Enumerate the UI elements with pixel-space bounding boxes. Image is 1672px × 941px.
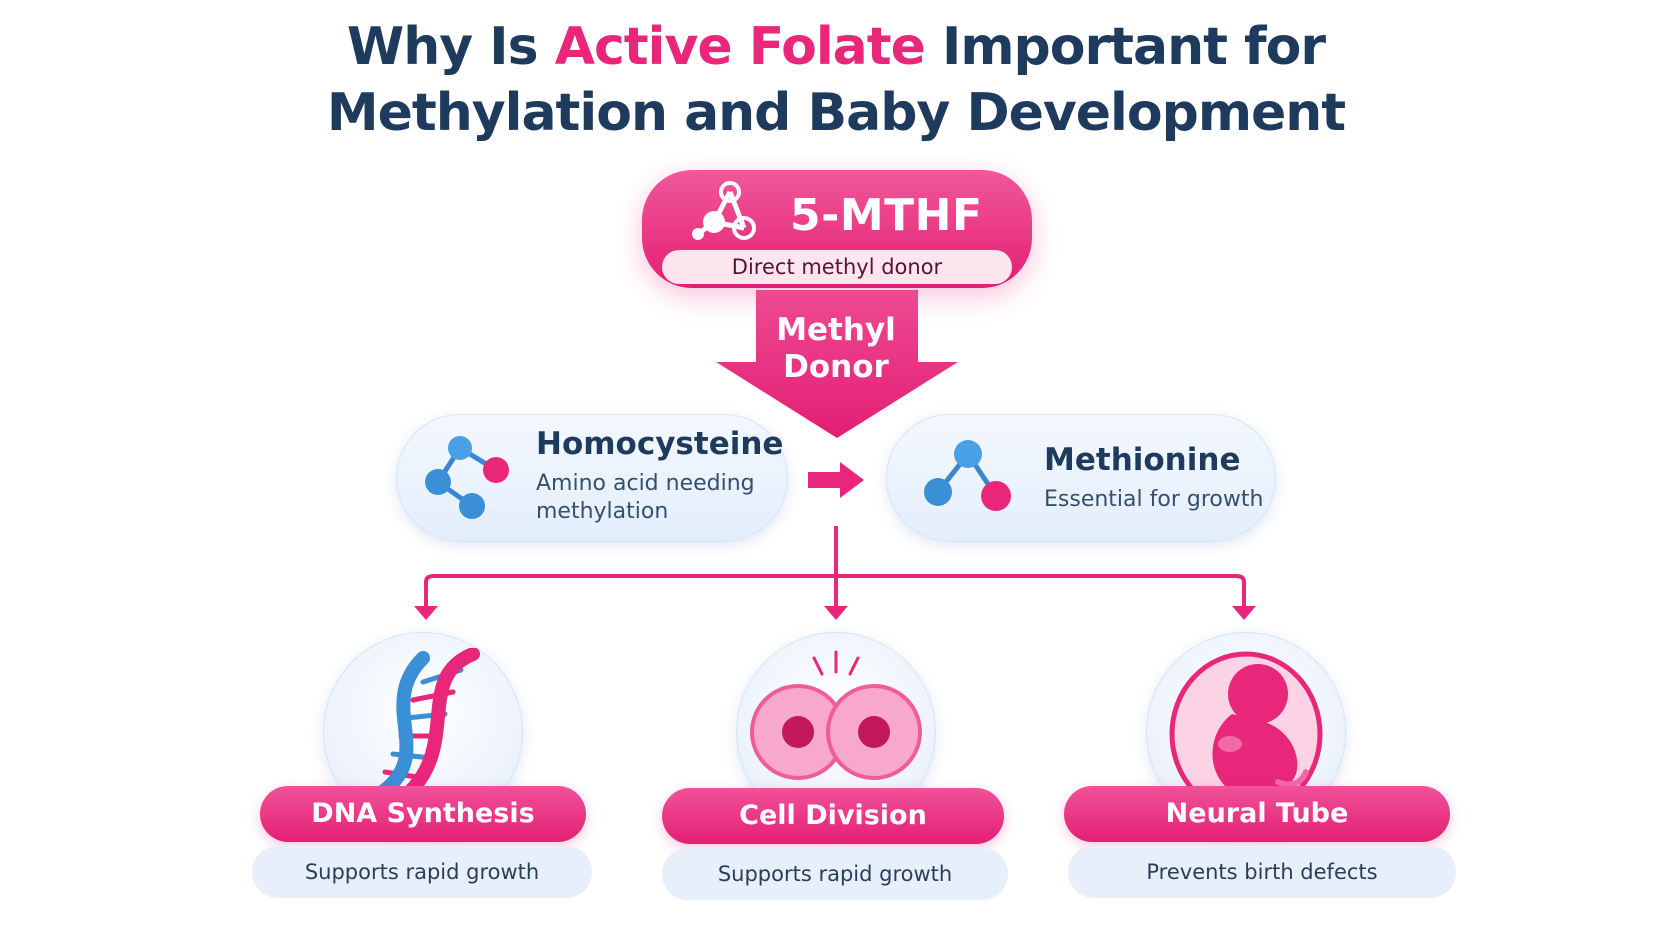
outcome-connectors <box>414 526 1256 620</box>
methyl-donor-arrow <box>716 290 958 438</box>
conversion-arrow <box>808 462 864 498</box>
outcome-dna-synthesis-label: DNA Synthesis <box>260 786 586 842</box>
node-homocysteine: Homocysteine Amino acid needing methylat… <box>396 414 788 542</box>
node-5mthf-label: 5-MTHF <box>790 190 983 241</box>
arrow-label: Methyl Donor <box>736 312 936 386</box>
node-5mthf: 5-MTHF Direct methyl donor <box>642 170 1032 288</box>
node-methionine: Methionine Essential for growth <box>886 414 1276 542</box>
node-5mthf-sublabel: Direct methyl donor <box>662 250 1012 284</box>
outcome-neural-tube-label: Neural Tube Development <box>1064 786 1450 885</box>
node-homocysteine-label: Homocysteine <box>536 426 784 462</box>
node-homocysteine-desc-line-2: methylation <box>536 499 669 524</box>
title-text-start: Why Is <box>346 17 555 77</box>
node-methionine-desc: Essential for growth <box>1044 487 1264 512</box>
arrow-label-line-2: Donor <box>783 349 889 385</box>
arrow-label-line-1: Methyl <box>776 312 896 348</box>
dna-icon <box>366 648 480 805</box>
page-title: Why Is Active Folate Important for Methy… <box>0 14 1672 146</box>
title-line-1: Why Is Active Folate Important for <box>0 14 1672 80</box>
outcome-dna-synthesis-sub: Supports rapid growth <box>252 846 592 898</box>
fetus-icon <box>1169 651 1323 817</box>
title-line-2: Methylation and Baby Development <box>326 83 1346 143</box>
cell-division-icon <box>750 650 922 814</box>
title-accent: Active Folate <box>554 17 926 77</box>
outcome-neural-tube-sub: Prevents birth defects <box>1068 846 1456 898</box>
node-homocysteine-desc: Amino acid needing methylation <box>536 470 755 526</box>
molecule-icon <box>692 181 756 240</box>
molecule-icon <box>425 436 509 519</box>
node-homocysteine-desc-line-1: Amino acid needing <box>536 471 755 496</box>
outcome-cell-division-sub: Supports rapid growth <box>662 848 1008 900</box>
title-text-end: Important for <box>924 17 1326 77</box>
molecule-icon <box>924 440 1011 511</box>
node-methionine-label: Methionine <box>1044 442 1241 478</box>
outcome-cell-division-label: Cell Division <box>662 788 1004 844</box>
